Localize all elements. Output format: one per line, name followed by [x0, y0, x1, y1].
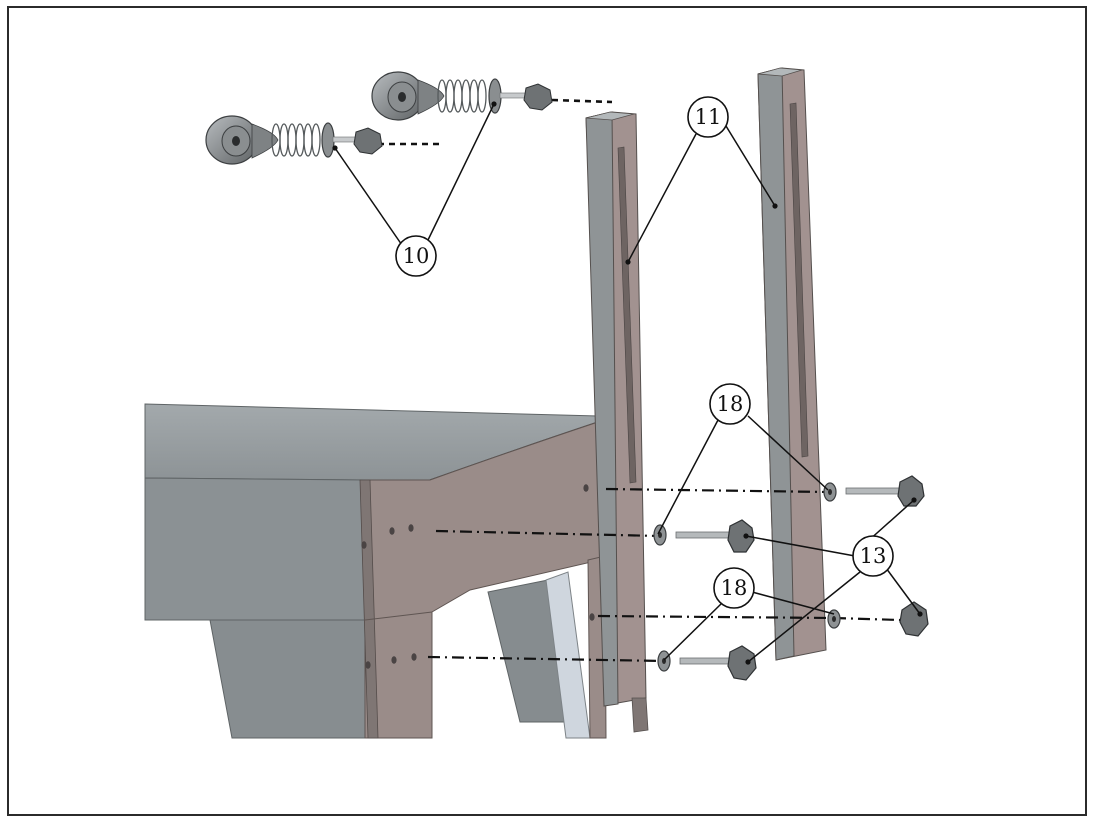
knob-bolts — [675, 475, 929, 681]
spring-pulley-rear — [371, 71, 553, 121]
callout-10: 10 — [395, 235, 437, 277]
callout-18-lower-label: 18 — [721, 576, 748, 600]
callout-11: 11 — [687, 96, 729, 138]
leader-lines — [334, 103, 921, 663]
upright-post-back — [757, 67, 827, 661]
callout-18-lower: 18 — [713, 567, 755, 609]
knob-bolt — [727, 519, 755, 553]
bench-front-face — [144, 477, 366, 621]
knob-bolt — [899, 601, 929, 637]
callout-18-upper-label: 18 — [717, 392, 744, 416]
callout-11-label: 11 — [695, 105, 722, 129]
leader-dots — [332, 101, 923, 665]
callout-13-label: 13 — [860, 544, 887, 568]
callout-10-label: 10 — [403, 244, 430, 268]
knob-bolt — [897, 475, 925, 507]
bench-body — [144, 403, 607, 739]
bench-holes — [361, 484, 595, 669]
callout-13: 13 — [852, 535, 894, 577]
upright-post-front — [585, 111, 649, 733]
alignment-lines — [427, 487, 901, 663]
bench-front-skirt — [209, 619, 366, 739]
bench-seam — [364, 611, 433, 621]
washers — [653, 482, 841, 672]
spring-pulley-front — [205, 115, 383, 165]
callout-18-upper: 18 — [709, 383, 751, 425]
knob-bolt — [727, 645, 757, 681]
